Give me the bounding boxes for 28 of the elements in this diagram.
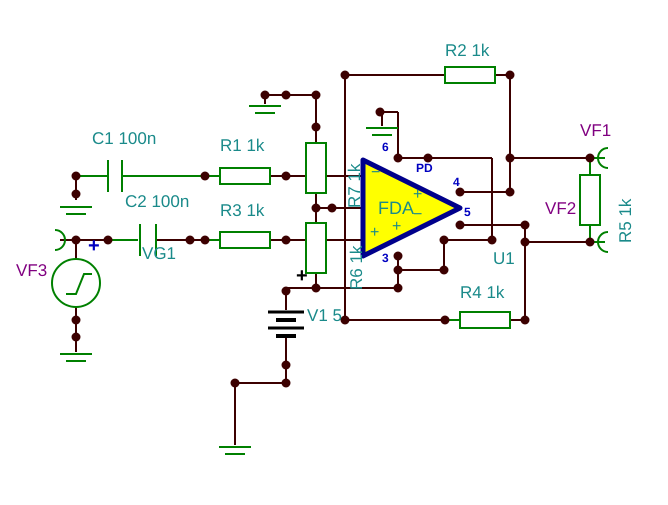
component-label: R4 1k <box>460 284 504 301</box>
component-label: R2 1k <box>445 42 490 59</box>
pin-label: 6 <box>382 141 389 153</box>
component-label: VF3 <box>16 262 48 279</box>
component-label: VG1 <box>142 245 176 262</box>
component-label: VF2 <box>545 200 576 217</box>
pin-label: 5 <box>464 206 471 218</box>
component-label: VF1 <box>580 122 612 139</box>
component-label: V1 5 <box>307 307 342 324</box>
polarity-sign: + <box>88 236 100 256</box>
pin-label: 3 <box>382 252 389 264</box>
component-label: C2 100n <box>125 193 190 210</box>
component-label: R1 1k <box>220 137 264 154</box>
component-label: C1 100n <box>92 130 156 147</box>
pin-label: PD <box>416 162 433 174</box>
polarity-sign: − <box>413 207 422 223</box>
component-label: U1 <box>493 250 515 267</box>
component-label: R5 1k <box>617 198 634 243</box>
component-label: R3 1k <box>220 202 264 219</box>
polarity-sign: + <box>392 219 402 235</box>
polarity-sign: + <box>296 266 308 286</box>
polarity-sign: + <box>370 225 380 241</box>
amplifier-label: FDA <box>378 199 414 217</box>
pin-label: 4 <box>453 176 460 188</box>
polarity-sign: + <box>413 187 422 203</box>
component-label: R6 1k <box>348 246 365 290</box>
component-label: R7 1k <box>346 164 363 208</box>
polarity-sign: − <box>371 165 380 181</box>
